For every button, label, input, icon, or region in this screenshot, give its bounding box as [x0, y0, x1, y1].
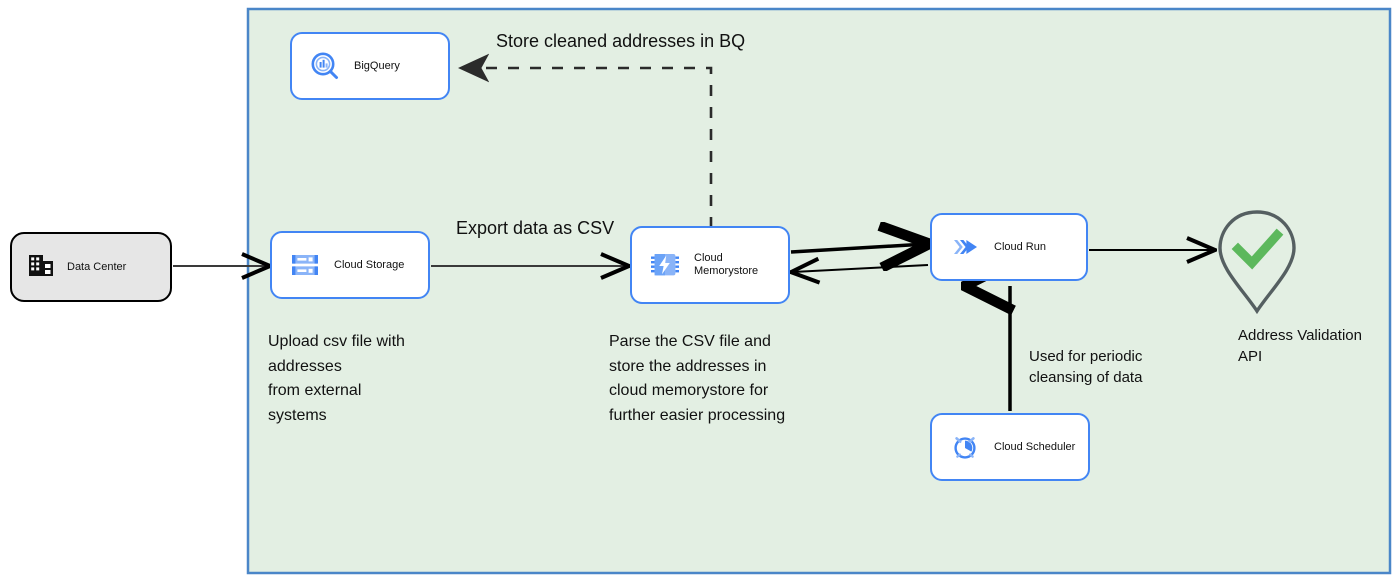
label-address-validation-api: Address Validation API: [1238, 327, 1362, 365]
node-label: Cloud Memorystore: [694, 252, 759, 277]
node-label: Cloud Run: [994, 240, 1046, 253]
edge-dashed-to-bigquery: [458, 53, 713, 228]
caption-upload-csv: Upload csv file with addresses from exte…: [268, 333, 405, 424]
node-label: Data Center: [67, 261, 127, 273]
node-label: Cloud Scheduler: [994, 440, 1076, 453]
node-cloud-scheduler[interactable]: Cloud Scheduler: [930, 413, 1090, 481]
node-bigquery[interactable]: BigQuery: [290, 32, 450, 100]
caption-periodic-cleansing: Used for periodic cleansing of data: [1029, 348, 1143, 386]
cloud-scheduler-icon: [950, 432, 980, 462]
edge-label-store-in-bq: Store cleaned addresses in BQ: [496, 31, 746, 51]
bigquery-icon: [310, 51, 340, 81]
node-label: Cloud Storage: [334, 258, 405, 271]
edge-cloudrun-to-memorystore: [793, 265, 929, 272]
node-label: BigQuery: [354, 59, 400, 72]
cloud-memorystore-icon: [650, 250, 680, 280]
edge-label-export-csv: Export data as CSV: [456, 218, 615, 238]
node-cloud-memorystore[interactable]: Cloud Memorystore: [630, 226, 790, 304]
node-cloud-storage[interactable]: Cloud Storage: [270, 231, 430, 299]
cloud-run-icon: [950, 232, 980, 262]
edge-memorystore-to-cloudrun: [790, 244, 926, 252]
map-pin-check-icon: [1218, 210, 1296, 315]
cloud-storage-icon: [290, 250, 320, 280]
node-data-center[interactable]: Data Center: [10, 232, 172, 302]
caption-parse-csv: Parse the CSV file and store the address…: [609, 333, 786, 424]
node-cloud-run[interactable]: Cloud Run: [930, 213, 1088, 281]
datacenter-building-icon: [28, 252, 54, 283]
